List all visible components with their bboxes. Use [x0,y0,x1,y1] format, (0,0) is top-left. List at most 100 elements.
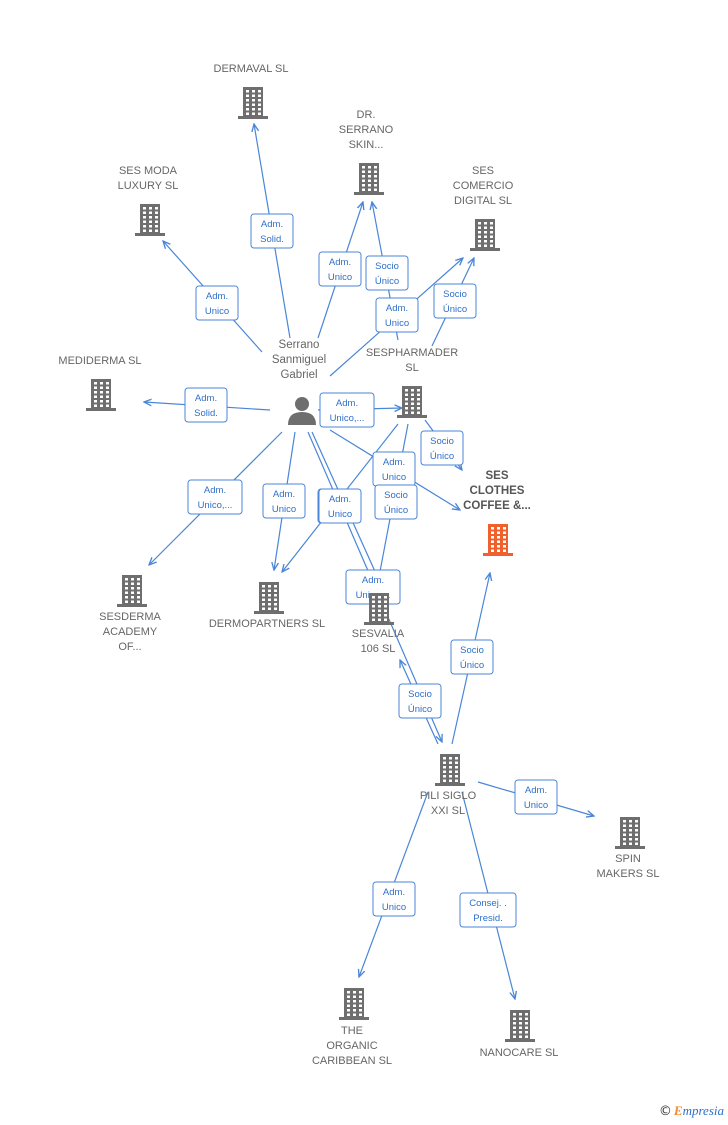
person-label: Serrano [279,339,320,351]
person-label: Sanmiguel [272,354,326,366]
relation-label-text: Único [430,451,454,462]
relation-label-text: Unico [524,800,548,811]
relation-label[interactable]: Adm.Unico [372,881,416,917]
relation-label[interactable]: Consej. .Presid. [459,892,517,928]
company-node-ses_comercio[interactable]: SES COMERCIO DIGITAL SL [453,165,514,251]
company-label: COMERCIO [453,180,514,192]
company-label: DERMOPARTNERS SL [209,618,325,630]
company-label: SES MODA [119,165,178,177]
relation-label-box [450,639,494,675]
relation-label-box [262,483,306,519]
company-node-dr_serrano[interactable]: DR.SERRANOSKIN... [339,109,394,195]
brand-initial: E [673,1103,683,1118]
relation-label[interactable]: Adm.Unico [262,483,306,519]
relation-label-text: Único [375,276,399,287]
relation-label[interactable]: Adm.Solid. [250,213,294,249]
company-node-ses_clothes[interactable]: SES CLOTHES COFFEE &... [463,470,531,556]
relation-label-text: Adm. [273,489,295,500]
relation-label-text: Unico,... [198,500,233,511]
relation-label-text: Adm. [261,219,283,230]
company-label: SKIN... [349,139,384,151]
relation-label-text: Único [384,505,408,516]
company-label: SERRANO [339,124,394,136]
relation-label-box [184,387,228,423]
relation-label-text: Adm. [525,785,547,796]
company-label: SES [472,165,494,177]
relation-label-text: Único [408,704,432,715]
relation-label-text: Adm. [204,485,226,496]
relation-label[interactable]: Adm.Unico,... [319,392,375,428]
relation-label-text: Socio [375,261,399,272]
company-label: 106 SL [361,643,396,655]
relation-label[interactable]: Adm. Unico,... [187,479,243,515]
company-node-sesderma[interactable]: SESDERMAACADEMYOF... [99,575,162,653]
company-node-dermopartners[interactable]: DERMOPARTNERS SL [209,582,325,630]
building-icon [238,87,268,119]
building-icon [470,219,500,251]
company-label: MAKERS SL [597,868,660,880]
company-label: SESPHARMADER [366,347,458,359]
copyright-icon: © [658,1104,672,1119]
building-icon [397,386,427,418]
relation-label-text: Unico [382,902,406,913]
relation-label-text: Socio [460,645,484,656]
company-node-ses_moda[interactable]: SES MODA LUXURY SL [118,165,179,236]
relation-label-box [420,430,464,466]
company-label: OF... [118,641,141,653]
company-label: DIGITAL SL [454,195,512,207]
company-label: DERMAVAL SL [214,63,289,75]
relation-label[interactable]: Adm.Unico [318,488,362,524]
relation-label-text: Adm. [195,393,217,404]
company-label: SES [485,470,508,482]
building-icon [86,379,116,411]
relation-label-box [187,479,243,515]
relation-label-text: Adm. [329,494,351,505]
relation-label-text: Único [460,660,484,671]
company-label: PILI SIGLO [420,790,477,802]
relation-label-text: Único [443,304,467,315]
person-icon [288,397,316,425]
relation-label[interactable]: Adm.Solid. [184,387,228,423]
company-label: ORGANIC [326,1040,377,1052]
relation-label-box [433,283,477,319]
building-icon [339,988,369,1020]
relation-label-box [319,392,375,428]
relation-label-box [318,251,362,287]
relation-label[interactable]: Adm.Unico [372,451,416,487]
company-label: CLOTHES [470,485,525,497]
company-label: COFFEE &... [463,500,531,512]
relation-label-box [318,488,362,524]
company-label: MEDIDERMA SL [58,355,141,367]
relation-label-box [459,892,517,928]
company-node-mediderma[interactable]: MEDIDERMA SL [58,355,142,411]
relation-label[interactable]: Adm.Unico [375,297,419,333]
relation-label-text: Adm. [386,303,408,314]
relation-label[interactable]: Adm.Unico [318,251,362,287]
relation-label-text: Adm. [329,257,351,268]
company-label: SPIN [615,853,641,865]
relation-label[interactable]: Adm.Unico [195,285,239,321]
company-node-nanocare[interactable]: NANOCARE SL [480,1010,559,1059]
company-node-spin[interactable]: SPIN MAKERS SL [597,817,660,880]
brand-name: mpresia [682,1103,724,1118]
company-node-dermaval[interactable]: DERMAVAL SL [214,63,289,119]
relation-label-box [374,484,418,520]
company-node-sespharmader[interactable]: SESPHARMADER SL [366,347,458,418]
building-icon [354,163,384,195]
company-label: LUXURY SL [118,180,179,192]
company-label: ACADEMY [103,626,158,638]
company-label: SL [405,362,418,374]
edges-layer [144,124,594,999]
relation-label[interactable]: Adm. Unico [514,779,558,815]
